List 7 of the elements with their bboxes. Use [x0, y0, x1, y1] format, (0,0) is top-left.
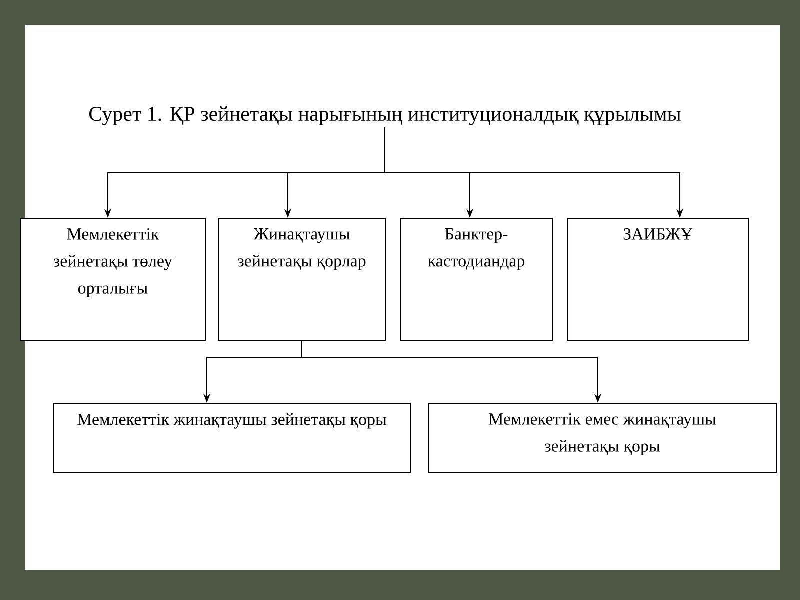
diagram-title: Сурет 1. ҚР зейнетақы нарығының институционалдық құрылымы — [90, 106, 681, 126]
institution-box: Мемлекеттік жинақтаушы зейнетақы қоры — [53, 403, 411, 473]
institution-box: ЗАИБЖҰ — [567, 218, 749, 341]
institution-box: Жинақтаушы зейнетақы қорлар — [218, 218, 386, 341]
institution-box: Банктер-кастодиандар — [400, 218, 553, 341]
institution-box: Мемлекеттік емес жинақтаушы зейнетақы қоры — [428, 403, 777, 473]
institution-box: Мемлекеттік зейнетақы төлеу орталығы — [20, 218, 206, 341]
